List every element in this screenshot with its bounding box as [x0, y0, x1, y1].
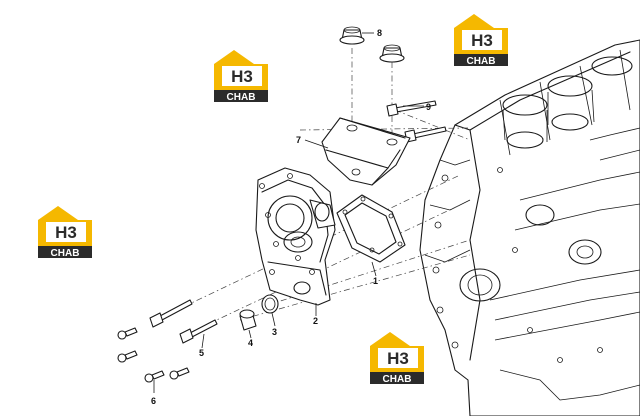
svg-text:H3: H3: [387, 349, 409, 368]
screw-9a: [386, 100, 437, 117]
callout-labels: 1 2 3 4 5 6 7 8 9: [151, 28, 431, 406]
svg-text:CHAB: CHAB: [467, 56, 496, 67]
cover-housing-2: [255, 167, 336, 306]
long-bolt-5b: [179, 319, 218, 344]
callout-1: 1: [373, 276, 378, 286]
svg-text:CHAB: CHAB: [51, 248, 80, 259]
svg-text:H3: H3: [55, 223, 77, 242]
watermark-logo-3: H3 CHAB: [38, 206, 92, 259]
engine-block: [419, 39, 640, 416]
leader-lines: [153, 32, 424, 393]
flange-nut-8b: [379, 44, 405, 63]
callout-4: 4: [248, 338, 253, 348]
svg-text:H3: H3: [231, 67, 253, 86]
short-bolt-6b: [117, 350, 138, 363]
watermark-logo-4: H3 CHAB: [370, 332, 424, 385]
o-ring-3: [261, 294, 279, 314]
bracket-7: [321, 117, 411, 186]
callout-6: 6: [151, 396, 156, 406]
gasket-1: [336, 194, 406, 263]
screw-9b: [404, 126, 447, 143]
short-bolt-6c: [144, 370, 165, 383]
callout-2: 2: [313, 316, 318, 326]
callout-8: 8: [377, 28, 382, 38]
callout-9: 9: [426, 102, 431, 112]
plug-4: [239, 309, 257, 331]
svg-text:CHAB: CHAB: [227, 92, 256, 103]
svg-text:CHAB: CHAB: [383, 374, 412, 385]
watermark-logo-2: H3 CHAB: [214, 50, 268, 103]
callout-5: 5: [199, 348, 204, 358]
callout-7: 7: [296, 135, 301, 145]
svg-text:H3: H3: [471, 31, 493, 50]
short-bolt-6d: [169, 367, 190, 380]
watermark-logo-1: H3 CHAB: [454, 14, 508, 67]
callout-3: 3: [272, 327, 277, 337]
flange-nut-8a: [339, 26, 365, 45]
long-bolt-5a: [149, 299, 193, 328]
short-bolt-6a: [117, 327, 138, 340]
